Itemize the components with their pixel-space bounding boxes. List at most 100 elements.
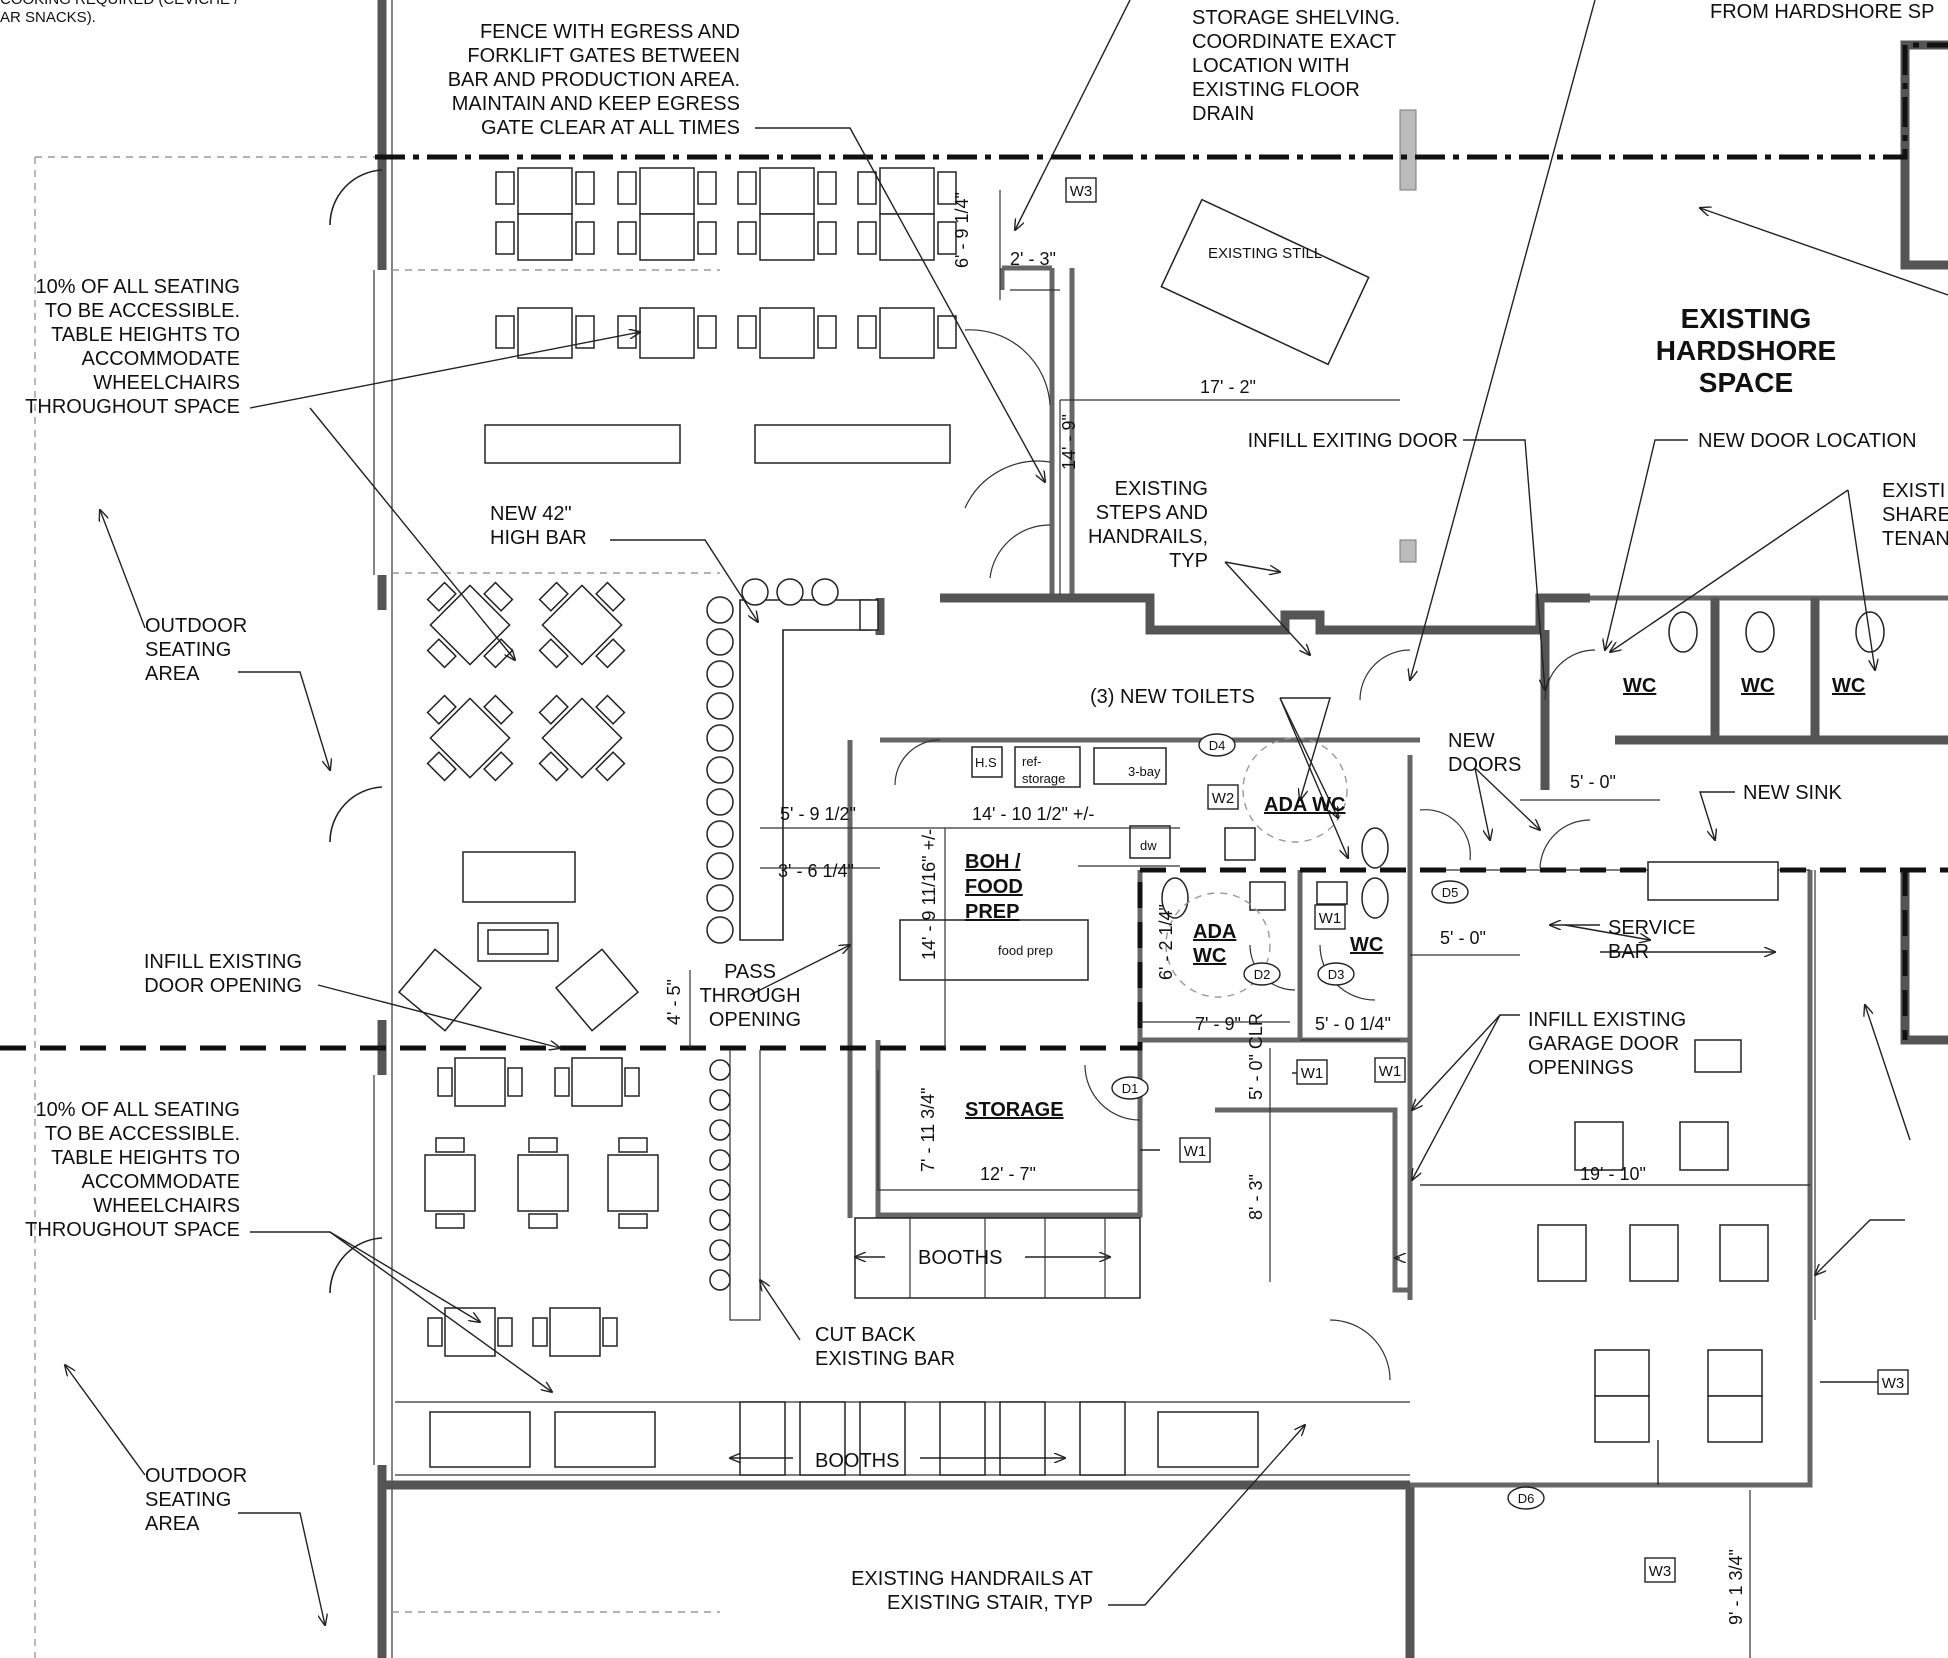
dimension-labels: 6' - 9 1/4" 2' - 3" 17' - 2" 14' - 9" 5'… bbox=[664, 192, 1746, 1625]
diagonal-table bbox=[426, 581, 514, 669]
note-outdoor-bottom: SEATING bbox=[145, 1489, 231, 1511]
dim-label: 12' - 7" bbox=[980, 1164, 1036, 1184]
room-label-boh: FOOD bbox=[965, 876, 1023, 898]
window-tag: W2 bbox=[1212, 790, 1235, 807]
hand-sink bbox=[971, 746, 1003, 778]
table-group bbox=[495, 167, 957, 261]
note-infill-exiting-door: INFILL EXITING DOOR bbox=[1248, 430, 1458, 452]
booth-row bbox=[429, 1401, 1259, 1476]
table-group bbox=[424, 1057, 659, 1357]
label-food-prep: food prep bbox=[998, 943, 1053, 958]
table-group bbox=[495, 307, 957, 359]
annotations: COOKING REQUIRED (CEVICHE / AR SNACKS). … bbox=[0, 0, 1948, 1614]
note-new-doors: NEW bbox=[1448, 730, 1495, 752]
door-tag: D2 bbox=[1254, 967, 1271, 982]
label-booths: BOOTHS bbox=[918, 1247, 1002, 1269]
label-dishwasher: dw bbox=[1140, 838, 1157, 853]
note-outdoor-top: SEATING bbox=[145, 639, 231, 661]
note-fence: MAINTAIN AND KEEP EGRESS bbox=[452, 93, 740, 115]
dim-label: 14' - 9 11/16" +/- bbox=[919, 829, 939, 960]
label-hand-sink: H.S bbox=[975, 755, 997, 770]
dim-label: 6' - 9 1/4" bbox=[952, 192, 972, 268]
dim-label: 2' - 3" bbox=[1010, 249, 1056, 269]
diagonal-table bbox=[538, 581, 626, 669]
dishwasher bbox=[1129, 825, 1171, 859]
dim-label: 7' - 11 3/4" bbox=[918, 1087, 938, 1172]
room-title: HARDSHORE bbox=[1656, 335, 1836, 366]
tags: W3 W2 D4 D5 W1 D2 D3 W1 W1 D1 W1 W3 D6 W… bbox=[1065, 177, 1909, 1583]
note-new-door-location: NEW DOOR LOCATION bbox=[1698, 430, 1917, 452]
note-pass-through: THROUGH bbox=[699, 985, 800, 1007]
note-outdoor-top: OUTDOOR bbox=[145, 615, 247, 637]
dim-label: 5' - 0" bbox=[1570, 772, 1616, 792]
lounge-chair bbox=[397, 948, 483, 1032]
dim-label: 14' - 10 1/2" +/- bbox=[972, 804, 1094, 824]
note-seating-top: TO BE ACCESSIBLE. bbox=[45, 300, 240, 322]
dim-label: 6' - 2 1/4" bbox=[1156, 904, 1176, 980]
dim-label: 5' - 9 1/2" bbox=[780, 804, 856, 824]
note-new-bar: HIGH BAR bbox=[490, 527, 587, 549]
dim-label: 5' - 0 1/4" bbox=[1315, 1014, 1391, 1034]
dim-label: 5' - 0" CLR bbox=[1246, 1013, 1266, 1100]
dim-label: 4' - 5" bbox=[664, 979, 684, 1025]
note-handrails: EXISTING HANDRAILS AT bbox=[851, 1568, 1093, 1590]
dim-label: 3' - 6 1/4" bbox=[778, 861, 854, 881]
room-label-wc: WC bbox=[1741, 675, 1774, 697]
room-label-ada-wc: ADA WC bbox=[1264, 794, 1345, 816]
note-from-hardshore: FROM HARDSHORE SP bbox=[1710, 1, 1934, 23]
dim-label: 19' - 10" bbox=[1580, 1164, 1646, 1184]
dimension-lines bbox=[689, 190, 1810, 1658]
label-booths: BOOTHS bbox=[815, 1450, 899, 1472]
note-shelving: COORDINATE EXACT bbox=[1192, 31, 1396, 53]
room-title: EXISTING bbox=[1681, 303, 1812, 334]
note-cut-2: AR SNACKS). bbox=[0, 9, 96, 26]
note-fence: FENCE WITH EGRESS AND bbox=[480, 21, 740, 43]
note-steps: TYP bbox=[1169, 550, 1208, 572]
door-tag: D5 bbox=[1442, 885, 1459, 900]
note-seating-bottom: WHEELCHAIRS bbox=[93, 1195, 240, 1217]
furniture bbox=[397, 167, 1885, 1476]
dim-label: 14' - 9" bbox=[1059, 414, 1079, 470]
note-seating-bottom: 10% OF ALL SEATING bbox=[35, 1099, 240, 1121]
dim-label: 7' - 9" bbox=[1195, 1014, 1241, 1034]
note-seating-top: ACCOMMODATE bbox=[81, 348, 240, 370]
note-new-bar: NEW 42" bbox=[490, 503, 572, 525]
equipment-labels: H.S ref- storage 3-bay dw food prep bbox=[975, 754, 1161, 958]
bar-counter bbox=[739, 599, 879, 941]
note-seating-top: TABLE HEIGHTS TO bbox=[51, 324, 240, 346]
note-steps: STEPS AND bbox=[1096, 502, 1208, 524]
note-service-bar: SERVICE bbox=[1608, 917, 1695, 939]
note-outdoor-bottom: OUTDOOR bbox=[145, 1465, 247, 1487]
note-garage: INFILL EXISTING bbox=[1528, 1009, 1686, 1031]
ref-storage bbox=[1014, 746, 1081, 788]
lounge-chair bbox=[554, 948, 640, 1032]
note-garage: GARAGE DOOR bbox=[1528, 1033, 1679, 1055]
note-existing: SHARE bbox=[1882, 504, 1948, 526]
note-outdoor-top: AREA bbox=[145, 663, 200, 685]
note-seating-bottom: THROUGHOUT SPACE bbox=[25, 1219, 240, 1241]
note-new-doors: DOORS bbox=[1448, 754, 1521, 776]
food-prep-table bbox=[899, 919, 1089, 981]
note-infill-door: INFILL EXISTING bbox=[144, 951, 302, 973]
window-tag: W3 bbox=[1070, 183, 1093, 200]
dim-label: 17' - 2" bbox=[1200, 377, 1256, 397]
note-seating-top: THROUGHOUT SPACE bbox=[25, 396, 240, 418]
note-fence: GATE CLEAR AT ALL TIMES bbox=[481, 117, 740, 139]
dim-label: 8' - 3" bbox=[1246, 1174, 1266, 1220]
three-bay-sink bbox=[1093, 747, 1167, 785]
note-seating-bottom: ACCOMMODATE bbox=[81, 1171, 240, 1193]
note-cut-1: COOKING REQUIRED (CEVICHE / bbox=[0, 0, 239, 8]
door-tag: D4 bbox=[1209, 738, 1226, 753]
existing-bar bbox=[729, 1050, 761, 1321]
note-seating-top: 10% OF ALL SEATING bbox=[35, 276, 240, 298]
note-steps: EXISTING bbox=[1115, 478, 1208, 500]
room-label-boh: PREP bbox=[965, 901, 1019, 923]
note-shelving: DRAIN bbox=[1192, 103, 1254, 125]
note-seating-bottom: TABLE HEIGHTS TO bbox=[51, 1147, 240, 1169]
diagonal-table bbox=[538, 694, 626, 782]
note-shelving: STORAGE SHELVING. bbox=[1192, 7, 1400, 29]
room-label-boh: BOH / bbox=[965, 851, 1021, 873]
window-tag: W3 bbox=[1882, 1375, 1905, 1392]
note-new-toilets: (3) NEW TOILETS bbox=[1090, 686, 1255, 708]
door-swings bbox=[329, 169, 1596, 1381]
